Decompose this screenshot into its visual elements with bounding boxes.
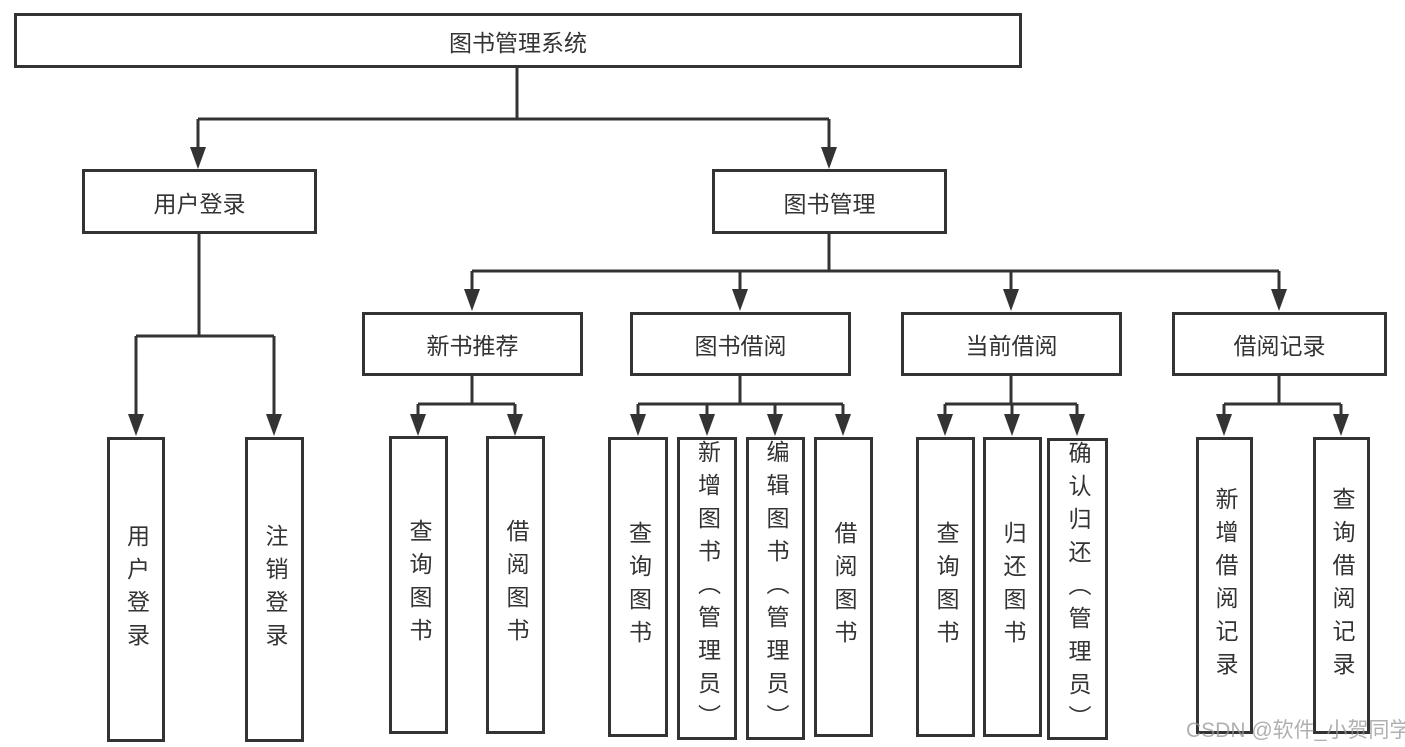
leaf-cb-confirm-return-admin-label: 确认归还（管理员） bbox=[1065, 441, 1091, 738]
node-current-borrowing-label: 当前借阅 bbox=[965, 333, 1058, 359]
node-book-management: 图书管理 bbox=[712, 169, 947, 234]
node-root-label: 图书管理系统 bbox=[449, 29, 587, 56]
leaf-br-add-record-label: 新增借阅记录 bbox=[1212, 486, 1238, 685]
leaf-cb-return-books: 归还图书 bbox=[983, 437, 1042, 737]
leaf-br-query-record: 查询借阅记录 bbox=[1313, 437, 1370, 734]
leaf-logout-label: 注销登录 bbox=[262, 523, 288, 656]
node-user-login-label: 用户登录 bbox=[153, 190, 246, 217]
leaf-nb-borrow-books-label: 借阅图书 bbox=[503, 519, 529, 651]
connector-book-borrowing bbox=[630, 376, 851, 436]
connector-new-book-recommend bbox=[410, 376, 523, 436]
leaf-br-query-record-label: 查询借阅记录 bbox=[1329, 486, 1355, 685]
node-book-management-label: 图书管理 bbox=[783, 190, 876, 217]
leaf-bb-borrow-books: 借阅图书 bbox=[814, 437, 873, 737]
leaf-bb-add-books-admin-label: 新增图书（管理员） bbox=[694, 440, 721, 737]
leaf-bb-edit-books-admin-label: 编辑图书（管理员） bbox=[763, 440, 789, 737]
leaf-nb-query-books-label: 查询图书 bbox=[406, 519, 432, 651]
node-current-borrowing: 当前借阅 bbox=[901, 312, 1122, 376]
leaf-br-add-record: 新增借阅记录 bbox=[1196, 437, 1253, 734]
node-borrowing-records: 借阅记录 bbox=[1172, 312, 1387, 376]
connector-root bbox=[190, 68, 837, 169]
leaf-nb-borrow-books: 借阅图书 bbox=[486, 436, 545, 734]
node-new-book-recommend-label: 新书推荐 bbox=[426, 333, 519, 359]
node-new-book-recommend: 新书推荐 bbox=[362, 312, 583, 376]
leaf-user-login: 用户登录 bbox=[107, 437, 165, 742]
leaf-logout: 注销登录 bbox=[245, 437, 304, 742]
leaf-bb-query-books: 查询图书 bbox=[608, 437, 668, 737]
node-book-borrowing: 图书借阅 bbox=[630, 312, 851, 376]
watermark: CSDN @软件_小贺同学 bbox=[1186, 719, 1405, 742]
leaf-cb-return-books-label: 归还图书 bbox=[1000, 521, 1026, 653]
node-user-login: 用户登录 bbox=[82, 169, 317, 234]
leaf-user-login-label: 用户登录 bbox=[123, 523, 150, 656]
leaf-cb-query-books-label: 查询图书 bbox=[933, 521, 959, 653]
leaf-nb-query-books: 查询图书 bbox=[389, 436, 448, 734]
node-book-borrowing-label: 图书借阅 bbox=[694, 333, 787, 359]
leaf-cb-query-books: 查询图书 bbox=[916, 437, 975, 737]
connector-user-login bbox=[128, 234, 282, 436]
connector-current-borrowing bbox=[937, 376, 1085, 436]
leaf-bb-add-books-admin: 新增图书（管理员） bbox=[677, 437, 737, 740]
leaf-cb-confirm-return-admin: 确认归还（管理员） bbox=[1047, 438, 1108, 740]
leaf-bb-borrow-books-label: 借阅图书 bbox=[831, 521, 857, 653]
connector-book-management bbox=[464, 234, 1287, 311]
leaf-bb-edit-books-admin: 编辑图书（管理员） bbox=[746, 437, 805, 740]
connector-borrowing-records bbox=[1216, 376, 1349, 436]
node-borrowing-records-label: 借阅记录 bbox=[1233, 333, 1326, 359]
leaf-bb-query-books-label: 查询图书 bbox=[625, 521, 652, 653]
node-root: 图书管理系统 bbox=[14, 13, 1022, 68]
